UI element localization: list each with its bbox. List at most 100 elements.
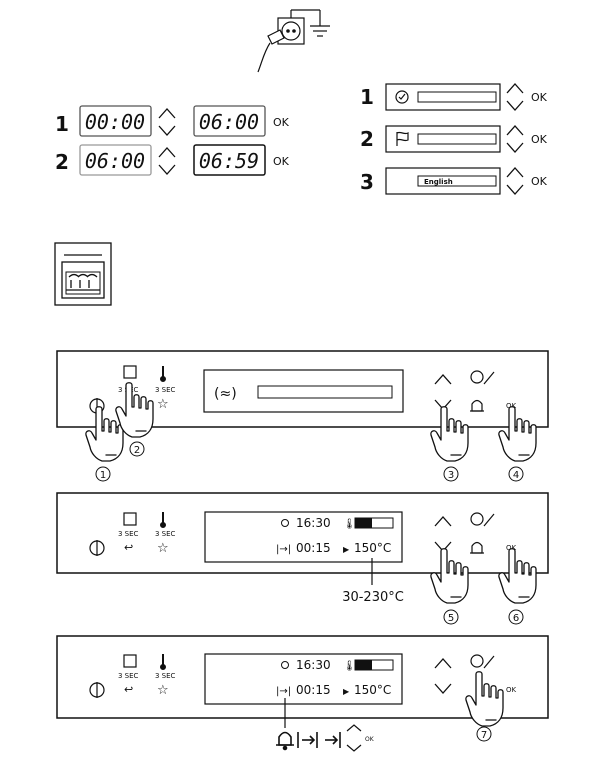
menu-setup-step-3: 3 English OK [360,167,548,195]
duration-icon: |→| [276,544,291,555]
oven-control-panel-2: 3 SEC ↩ 3 SEC ☆ 16:30 🌡 |→| 00:15 ▶ 150°… [56,492,549,604]
menu-setup-step-1: 1 OK [360,83,548,111]
time-from: 00:00 [85,110,145,134]
sec-label: 3 SEC [155,530,176,538]
callout-3: 3 [448,470,454,481]
time-to: 06:00 [199,110,259,134]
end-icon [325,732,341,748]
thermometer-icon [160,512,166,528]
sec-label: 3 SEC [118,530,139,538]
flag-icon [396,131,409,146]
clock-setup-step-1: 1 00:00 06:00 OK [55,105,290,137]
sec-label: 3 SEC [118,672,139,680]
temp-value: 150°C [354,541,391,555]
star-icon: ☆ [157,541,169,556]
timer-icon [470,654,495,669]
down-arrow-icon [346,744,362,752]
oven-icon [54,242,112,306]
sec-label: 3 SEC [155,672,176,680]
star-icon: ☆ [157,397,169,412]
fan-icon: (≈) [214,386,237,402]
lcd-box-from [79,144,152,176]
thermometer-icon [160,654,166,670]
ok-label: OK [506,544,517,552]
lcd-display [203,369,404,413]
step-number: 2 [55,150,69,174]
power-plug-icon [257,9,330,73]
ok-label: OK [506,402,517,410]
down-arrow-icon [506,184,524,195]
lcd-box-from [79,105,152,137]
clock-setup-step-2: 2 06:00 06:59 OK [55,144,290,176]
step-number: 3 [360,170,374,194]
play-icon: ▶ [343,545,350,554]
bell-icon [470,399,484,412]
ok-label: OK [365,736,375,743]
thermometer-icon: 🌡 [343,660,356,672]
oven-control-panel-1: 3 SEC 3 SEC ☆ (≈) OK [56,350,549,462]
clock-icon [281,519,289,527]
clock-check-icon [395,90,409,104]
callouts-panel-2 [443,609,524,625]
timer-icon [470,370,495,385]
up-arrow-icon [506,125,524,136]
power-icon [89,682,105,698]
bell-icon [276,731,294,751]
time-from: 06:00 [85,149,145,173]
down-arrow-icon [506,100,524,111]
sec-label: 3 SEC [155,386,176,394]
temp-value: 150°C [354,683,391,697]
callouts-panel-1 [95,441,524,482]
start-end-icon [297,732,318,748]
time-to: 06:59 [199,149,259,173]
down-arrow-icon [158,164,176,175]
ok-label: OK [531,91,548,104]
play-icon: ▶ [343,687,350,696]
duration-icon-sequence [276,724,362,752]
bell-icon [470,541,484,554]
ok-label: OK [531,175,548,188]
callout-6: 6 [513,613,519,624]
callout-7: 7 [481,730,487,741]
power-icon [89,540,105,556]
step-number: 1 [360,85,374,109]
up-arrow-icon [346,724,362,732]
lcd-box-to [193,144,266,176]
callout-4: 4 [513,470,519,481]
ok-label: OK [506,686,517,694]
thermometer-icon: 🌡 [343,518,356,530]
duration-icon: |→| [276,686,291,697]
step-number: 1 [55,112,69,136]
menu-setup-step-2: 2 OK [360,125,548,153]
back-icon: ↩ [124,541,133,554]
back-icon: ↩ [124,683,133,696]
lcd-box-to [193,105,266,137]
ok-label: OK [273,155,290,168]
square-button-icon [123,365,137,379]
temp-range-label: 30-230°C [342,590,404,605]
up-arrow-icon [158,108,176,119]
time-value: 16:30 [296,658,331,672]
temp-fill-bar [355,518,372,528]
duration-value: 00:15 [296,541,331,555]
thermometer-icon [160,366,166,382]
up-arrow-icon [506,167,524,178]
language-text: English [424,178,453,186]
down-arrow-icon [158,125,176,136]
callout-5: 5 [448,613,454,624]
time-value: 16:30 [296,516,331,530]
callout-2: 2 [134,445,140,456]
clock-icon [281,661,289,669]
square-button-icon [123,654,137,668]
down-arrow-icon [506,142,524,153]
up-arrow-icon [506,83,524,94]
timer-icon [470,512,495,527]
star-icon: ☆ [157,683,169,698]
callout-1: 1 [100,470,106,481]
duration-value: 00:15 [296,683,331,697]
step-number: 2 [360,127,374,151]
up-arrow-icon [158,147,176,158]
temp-fill-bar [355,660,372,670]
callout-circle [476,726,492,742]
